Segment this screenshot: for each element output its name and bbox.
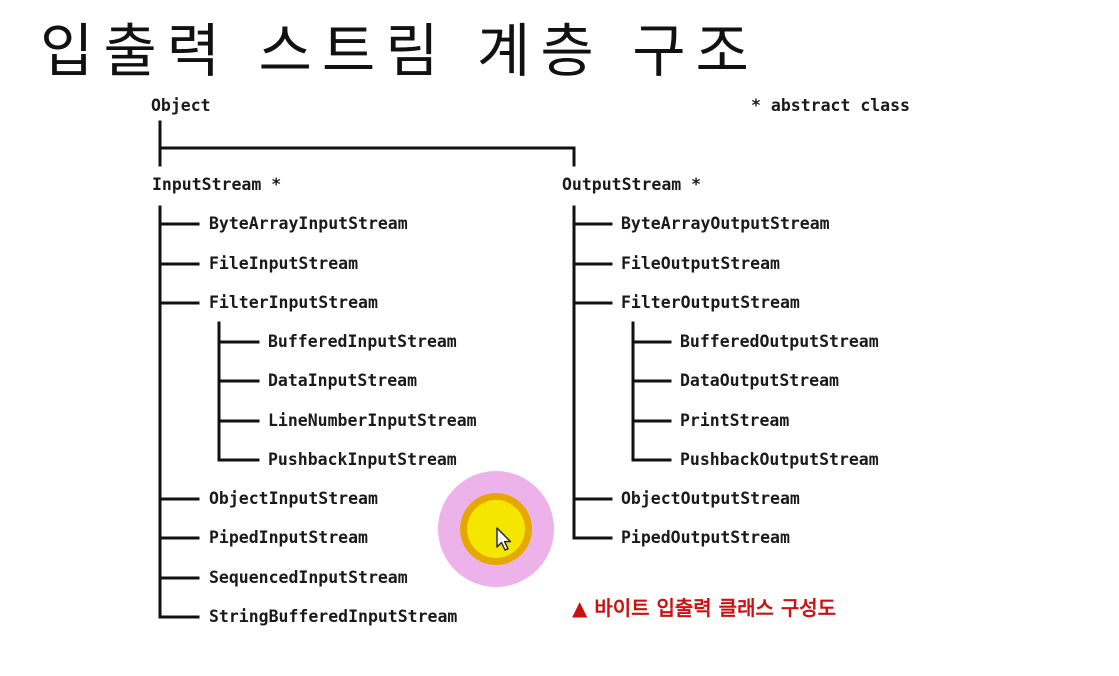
node-bufferedinputstream: BufferedInputStream — [268, 332, 457, 351]
node-filteroutputstream: FilterOutputStream — [621, 293, 800, 312]
node-fileoutputstream: FileOutputStream — [621, 254, 780, 273]
node-inputstream: InputStream * — [152, 175, 282, 194]
node-bytearrayinputstream: ByteArrayInputStream — [209, 214, 408, 233]
node-printstream: PrintStream — [680, 411, 790, 430]
node-pushbackinputstream: PushbackInputStream — [268, 450, 457, 469]
figure-caption: ▲ 바이트 입출력 클래스 구성도 — [572, 596, 837, 620]
mouse-pointer-icon — [496, 527, 512, 551]
node-objectinputstream: ObjectInputStream — [209, 489, 378, 508]
node-objectoutputstream: ObjectOutputStream — [621, 489, 800, 508]
node-fileinputstream: FileInputStream — [209, 254, 359, 273]
node-dataoutputstream: DataOutputStream — [680, 371, 839, 390]
cursor-highlight — [438, 471, 554, 587]
node-sequencedinputstream: SequencedInputStream — [209, 568, 408, 587]
node-bytearrayoutputstream: ByteArrayOutputStream — [621, 214, 830, 233]
node-filterinputstream: FilterInputStream — [209, 293, 378, 312]
node-linenumberinputstream: LineNumberInputStream — [268, 411, 477, 430]
node-bufferedoutputstream: BufferedOutputStream — [680, 332, 879, 351]
node-object: Object — [151, 96, 211, 115]
node-datainputstream: DataInputStream — [268, 371, 418, 390]
node-pushbackoutputstream: PushbackOutputStream — [680, 450, 879, 469]
node-pipedinputstream: PipedInputStream — [209, 528, 368, 547]
legend-abstract-note: * abstract class — [751, 96, 910, 115]
node-outputstream: OutputStream * — [562, 175, 702, 194]
node-stringbufferedinputstream: StringBufferedInputStream — [209, 607, 458, 626]
node-pipedoutputstream: PipedOutputStream — [621, 528, 790, 547]
root-connector — [158, 120, 576, 167]
page-title: 입출력 스트림 계층 구조 — [40, 17, 759, 85]
